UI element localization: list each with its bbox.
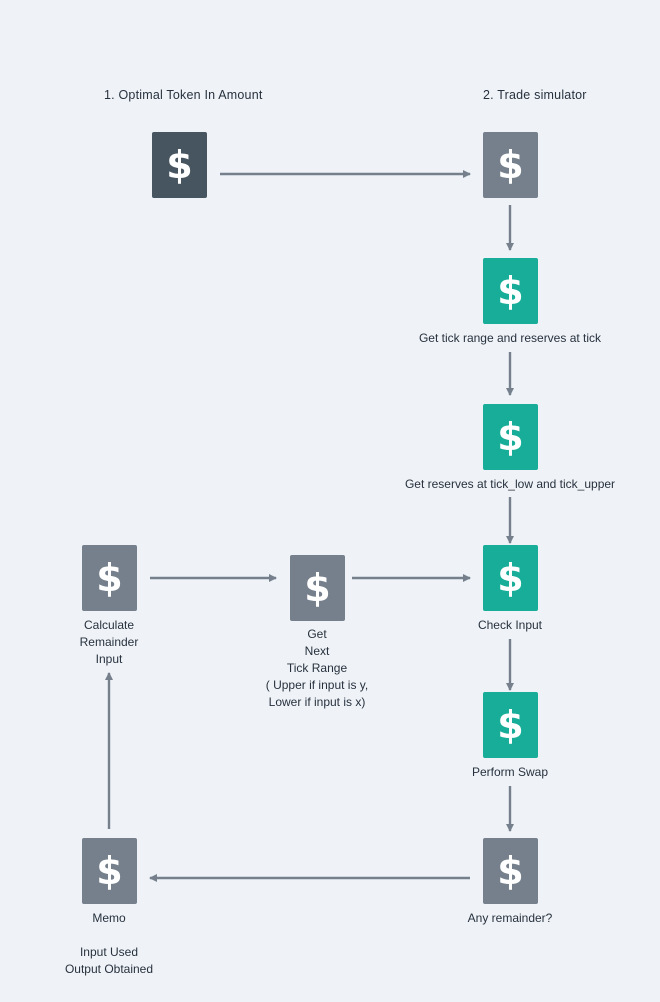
dollar-icon: $ <box>497 556 524 600</box>
tick-range-label: Get tick range and reserves at tick <box>418 331 602 345</box>
check-input-label: Check Input <box>477 618 543 632</box>
perform-swap-label: Perform Swap <box>471 765 549 779</box>
dollar-icon: $ <box>497 415 524 459</box>
trade-simulator-node: $ <box>483 132 538 198</box>
check-input-node: $ <box>483 545 538 611</box>
any-remainder-node: $ <box>483 838 538 904</box>
calculate-remainder-node: $ <box>82 545 137 611</box>
dollar-icon: $ <box>497 269 524 313</box>
dollar-icon: $ <box>96 556 123 600</box>
dollar-icon: $ <box>497 703 524 747</box>
perform-swap-node: $ <box>483 692 538 758</box>
reserves-low-upper-label: Get reserves at tick_low and tick_upper <box>404 477 616 491</box>
tick-range-node: $ <box>483 258 538 324</box>
optimal-token-node: $ <box>152 132 207 198</box>
dollar-icon: $ <box>497 143 524 187</box>
heading-trade-simulator: 2. Trade simulator <box>483 88 587 102</box>
memo-label: Memo Input Used Output Obtained <box>64 911 154 976</box>
calculate-remainder-label: Calculate Remainder Input <box>79 618 139 666</box>
memo-node: $ <box>82 838 137 904</box>
dollar-icon: $ <box>497 849 524 893</box>
any-remainder-label: Any remainder? <box>467 911 553 925</box>
dollar-icon: $ <box>304 566 331 610</box>
next-tick-range-node: $ <box>290 555 345 621</box>
dollar-icon: $ <box>166 143 193 187</box>
dollar-icon: $ <box>96 849 123 893</box>
next-tick-range-label: Get Next Tick Range ( Upper if input is … <box>265 627 369 709</box>
heading-optimal-token-in-amount: 1. Optimal Token In Amount <box>104 88 263 102</box>
reserves-low-upper-node: $ <box>483 404 538 470</box>
